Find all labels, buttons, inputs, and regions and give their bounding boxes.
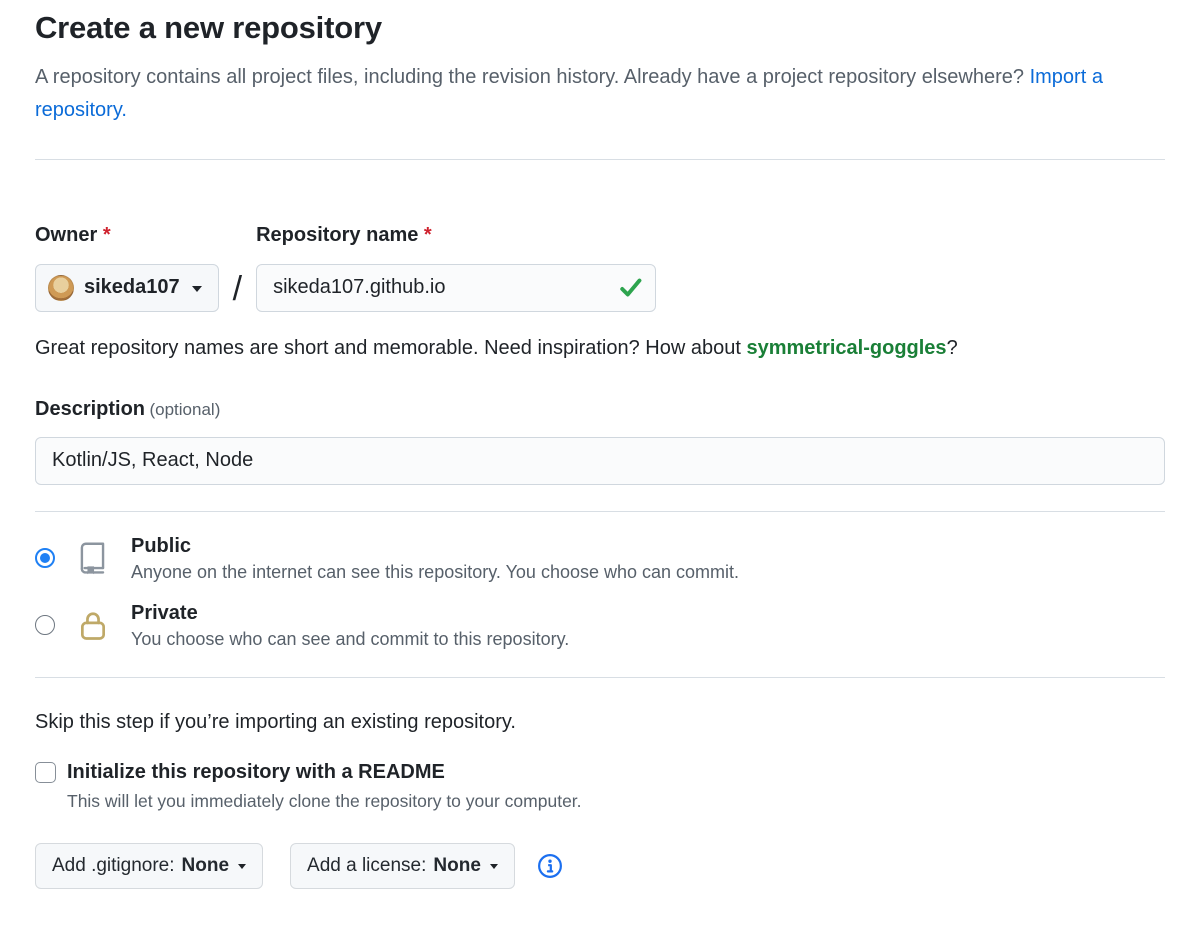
readme-checkbox[interactable] [35, 761, 56, 783]
license-value: None [433, 854, 481, 876]
owner-label-text: Owner [35, 223, 98, 246]
import-repository-link[interactable]: Import a repository. [35, 65, 1103, 121]
initialize-section: Skip this step if you’re importing an ex… [35, 711, 1165, 889]
description-section: Description (optional) [35, 398, 1165, 485]
description-input[interactable] [35, 436, 1165, 485]
description-label: Description (optional) [35, 398, 221, 420]
owner-select-button[interactable]: sikeda107 [35, 263, 219, 312]
private-option-text: Private You choose who can see and commi… [131, 601, 569, 650]
page-title: Create a new repository [35, 10, 382, 45]
repository-name-input[interactable] [256, 263, 657, 312]
public-option-text: Public Anyone on the internet can see th… [131, 534, 739, 583]
owner-repo-row: Owner * sikeda107 / Repository name * [35, 224, 1165, 312]
description-label-text: Description [35, 397, 146, 420]
owner-avatar [48, 274, 74, 301]
readme-checkbox-row: Initialize this repository with a README [35, 761, 1165, 784]
readme-help-text: This will let you immediately clone the … [67, 790, 582, 811]
info-icon[interactable] [536, 852, 564, 880]
lock-icon [75, 607, 111, 643]
visibility-section: Public Anyone on the internet can see th… [35, 512, 1165, 677]
public-description: Anyone on the internet can see this repo… [131, 561, 740, 582]
repository-name-field: Repository name * [256, 224, 657, 312]
repository-name-label: Repository name * [256, 224, 656, 247]
name-available-check-icon [620, 278, 642, 297]
name-suggestion: Great repository names are short and mem… [35, 337, 1165, 360]
repo-required-asterisk: * [423, 223, 432, 246]
private-option-row: Private You choose who can see and commi… [35, 592, 1165, 659]
skip-step-note: Skip this step if you’re importing an ex… [35, 710, 516, 733]
owner-name: sikeda107 [84, 276, 180, 299]
repository-name-label-text: Repository name [256, 223, 419, 246]
visibility-divider [35, 676, 1165, 678]
suggestion-text-before: Great repository names are short and mem… [35, 336, 747, 359]
owner-field: Owner * sikeda107 [35, 224, 219, 312]
description-input-row [35, 436, 1165, 485]
caret-down-icon [238, 864, 247, 870]
repository-name-section: Owner * sikeda107 / Repository name * [35, 224, 1165, 360]
description-divider [35, 510, 1165, 512]
public-radio[interactable] [35, 548, 55, 569]
private-description: You choose who can see and commit to thi… [131, 628, 570, 649]
public-radio-dot [40, 553, 50, 564]
repo-book-icon [75, 540, 111, 576]
caret-down-icon [191, 285, 202, 292]
add-gitignore-button[interactable]: Add .gitignore: None [35, 842, 264, 889]
gitignore-label: Add .gitignore: [52, 854, 175, 876]
license-label: Add a license: [307, 854, 427, 876]
create-repository-page: Create a new repository A repository con… [0, 10, 1200, 889]
gitignore-value: None [181, 854, 230, 876]
owner-required-asterisk: * [102, 223, 111, 246]
page-subtitle: A repository contains all project files,… [35, 61, 1115, 127]
subtitle-text: A repository contains all project files,… [35, 65, 1025, 88]
repository-name-input-wrap [256, 263, 657, 312]
owner-repo-separator: / [232, 269, 243, 308]
bottom-actions-row: Add .gitignore: None Add a license: None [35, 842, 1165, 889]
suggestion-text-after: ? [946, 336, 958, 359]
add-license-button[interactable]: Add a license: None [290, 842, 515, 889]
caret-down-icon [489, 864, 498, 870]
public-option-row: Public Anyone on the internet can see th… [35, 525, 1165, 592]
suggested-name-link[interactable]: symmetrical-goggles [746, 336, 947, 359]
description-optional-text: (optional) [149, 399, 221, 419]
readme-label: Initialize this repository with a README [67, 760, 445, 783]
owner-label: Owner * [35, 224, 219, 247]
private-label: Private [131, 601, 198, 624]
public-label: Public [131, 534, 192, 557]
header-divider [35, 158, 1165, 160]
private-radio[interactable] [35, 615, 55, 636]
